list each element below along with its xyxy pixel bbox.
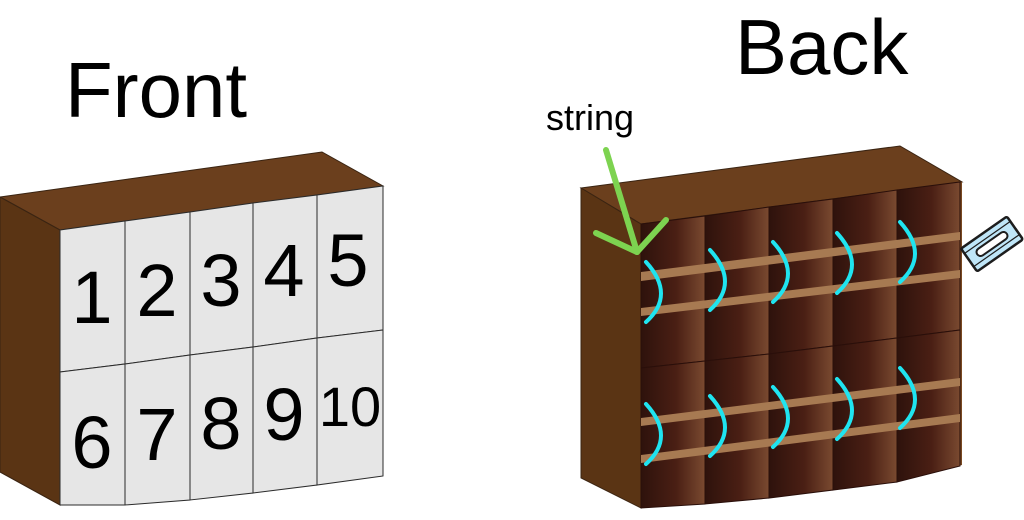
back-cell (640, 360, 706, 509)
front-title: Front (65, 46, 247, 134)
wood-slat (641, 270, 960, 316)
front-number-10: 10 (319, 375, 381, 438)
string-loop (708, 248, 727, 312)
front-number-8: 8 (200, 382, 241, 465)
string-loop (835, 231, 854, 295)
string-loop (835, 377, 854, 441)
string-loop (644, 402, 663, 466)
front-cabinet-side (0, 196, 61, 506)
string-loop (644, 260, 663, 324)
back-cell (704, 353, 770, 505)
back-cell (832, 337, 898, 491)
string-loop (708, 394, 727, 458)
back-cell (768, 198, 834, 355)
arrow-icon (593, 147, 669, 255)
string-loop (898, 220, 917, 284)
front-number-2: 2 (136, 249, 177, 332)
back-cell (768, 345, 834, 499)
back-cell (896, 181, 961, 339)
front-number-6: 6 (71, 401, 112, 484)
string-loop (898, 366, 917, 430)
front-number-1: 1 (71, 256, 112, 339)
front-number-9: 9 (263, 373, 304, 456)
front-number-7: 7 (136, 393, 177, 476)
front-number-5: 5 (327, 219, 368, 302)
back-title: Back (735, 3, 909, 91)
string-loop (771, 385, 790, 449)
razor-blade-icon (960, 216, 1024, 272)
back-cell (832, 189, 898, 347)
back-cell (896, 329, 961, 483)
wood-slat (641, 414, 960, 463)
back-cabinet: Back string (546, 3, 1024, 509)
front-cell-10 (316, 329, 384, 486)
string-label: string (546, 97, 634, 138)
front-cabinet: Front 1 2 3 4 5 6 7 8 9 10 (0, 46, 385, 506)
front-number-4: 4 (263, 229, 304, 312)
string-loop (771, 240, 790, 304)
front-number-3: 3 (200, 239, 241, 322)
back-cell (704, 206, 770, 362)
